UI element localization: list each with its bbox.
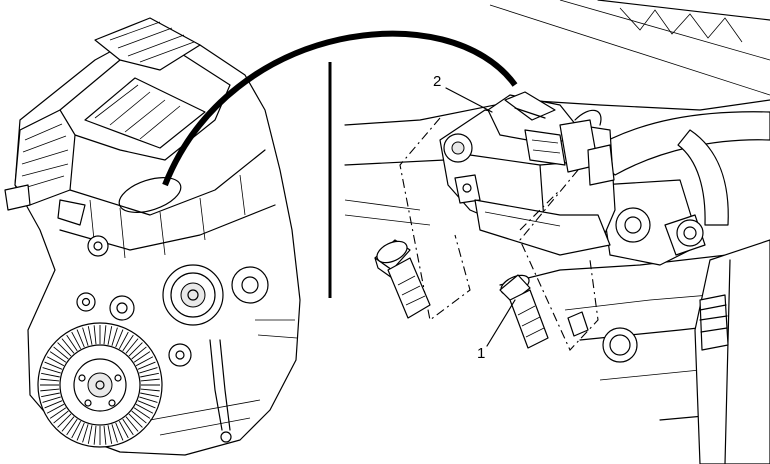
damper-rib [107,326,113,345]
damper-rib [135,356,154,367]
damper-rib [61,416,75,432]
damper-rib [111,327,118,346]
damper-rib [40,388,60,392]
damper-rib [125,338,139,354]
damper-rib [133,351,151,363]
damper-rib [66,418,78,436]
damper-rib [66,334,78,352]
damper-rib [61,338,75,354]
damper-rib [122,418,134,436]
damper-rib [49,351,67,363]
damper-rib [140,392,159,398]
damper-rib [133,407,151,419]
damper-rib [41,372,60,378]
damper-rib [93,425,97,445]
damper-rib [46,356,65,367]
damper-rib [42,396,61,403]
damper-rib [103,325,107,345]
damper-rib [111,424,118,443]
damper-rib [128,342,143,357]
damper-rib [137,400,156,409]
damper-rib [44,400,63,409]
damper-rib [115,329,124,348]
callout-label-2: 2 [433,73,441,90]
detail-view: 1 2 [344,0,770,464]
sensor-module [439,91,616,256]
damper-rib [71,331,82,350]
damper-rib [82,327,89,346]
damper-rib [57,413,72,428]
damper-rib [140,372,159,378]
damper-rib [41,392,60,398]
engine-overview [4,17,301,456]
damper-rib [139,396,158,403]
damper-rib [82,424,89,443]
damper-rib [76,422,85,441]
damper-rib [137,361,156,370]
damper-rib [140,388,160,392]
damper-rib [93,325,97,345]
damper-rib [57,342,72,357]
damper-rib [122,334,134,352]
damper-rib [125,416,139,432]
bolt-center [499,274,549,349]
damper-rib [53,346,69,360]
damper-rib [115,422,124,441]
damper-rib [42,367,61,374]
damper-rib [44,361,63,370]
damper-rib [118,331,129,350]
callout-label-1: 1 [477,345,485,362]
damper-rib [118,420,129,439]
crank-damper [37,322,163,448]
damper-rib [128,413,143,428]
damper-rib [140,378,160,382]
bolt-left [374,239,431,319]
damper-rib [135,403,154,414]
callout-leader-1 [486,299,516,347]
damper-rib [139,367,158,374]
damper-rib [131,346,147,360]
damper-rib [49,407,67,419]
damper-rib [131,410,147,424]
damper-rib [76,329,85,348]
callout-leader-2 [445,87,493,113]
damper-rib [40,378,60,382]
damper-rib [71,420,82,439]
fan-hub [162,264,224,326]
damper-rib [87,326,93,345]
damper-rib [107,425,113,444]
damper-rib [46,403,65,414]
damper-rib [53,410,69,424]
detail-leader-curve [162,30,518,187]
damper-rib [103,425,107,445]
damper-rib [87,425,93,444]
